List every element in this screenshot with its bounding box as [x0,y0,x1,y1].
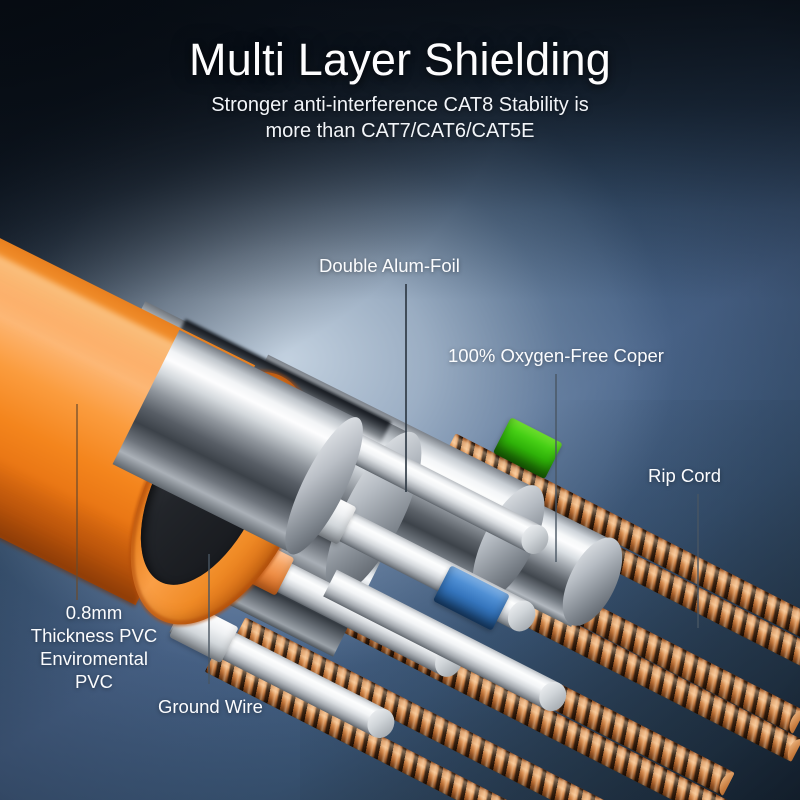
callout-double-alum-foil: Double Alum-Foil [319,255,460,276]
pvc-line-2: Thickness PVC [30,625,158,646]
leader-line-oxygen-free-coper [555,374,557,562]
callout-rip-cord: Rip Cord [648,465,721,486]
leader-line-ground-wire [208,554,210,684]
leader-line-pvc-thickness [76,404,78,600]
pvc-line-1: 0.8mm [65,602,123,623]
page-title: Multi Layer Shielding [189,34,611,85]
page-subtitle: Stronger anti-interference CAT8 Stabilit… [0,92,800,144]
callout-pvc-thickness: 0.8mm Thickness PVC Enviromental PVC [8,601,180,693]
pvc-line-4: PVC [74,671,114,692]
leader-line-double-alum-foil [405,284,407,492]
subtitle-line-1: Stronger anti-interference CAT8 Stabilit… [211,94,589,116]
pvc-line-3: Enviromental [40,648,148,669]
callout-ground-wire: Ground Wire [158,696,263,717]
callout-oxygen-free-coper: 100% Oxygen-Free Coper [448,345,664,366]
leader-line-rip-cord [697,494,699,628]
subtitle-line-2: more than CAT7/CAT6/CAT5E [265,120,535,142]
